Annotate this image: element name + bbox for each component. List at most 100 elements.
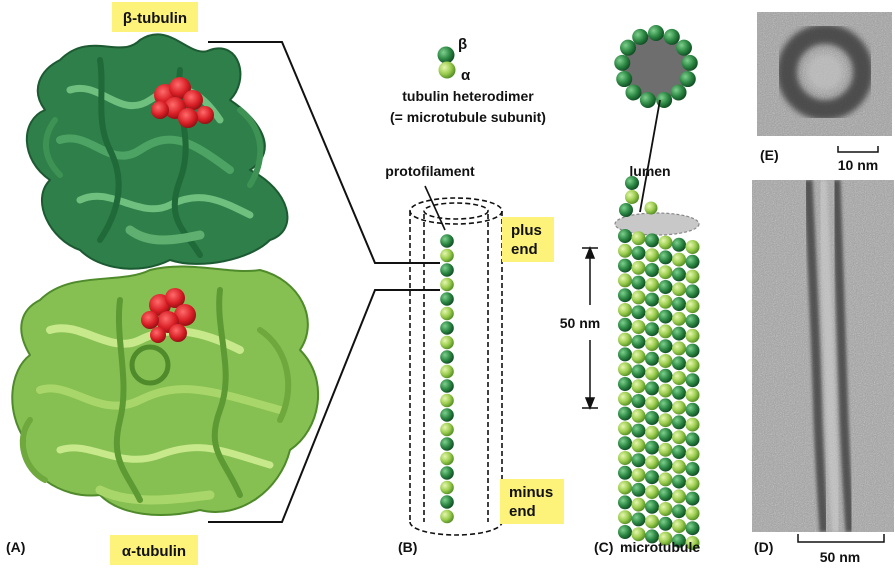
beta-subunit-bead — [685, 402, 700, 417]
beta-subunit-bead — [685, 491, 700, 506]
beta-subunit-bead — [685, 432, 700, 447]
beta-subunit-bead — [620, 39, 637, 56]
beta-subunit-bead — [645, 499, 659, 514]
alpha-subunit-bead — [618, 273, 632, 288]
panel-c-label: (C) — [594, 539, 613, 555]
beta-subunit-bead — [658, 368, 673, 383]
beta-subunit-bead — [645, 470, 659, 485]
beta-subunit-bead — [648, 25, 664, 41]
alpha-subunit-bead — [631, 497, 646, 512]
panel-d-label: (D) — [754, 539, 773, 555]
alpha-subunit-bead — [658, 383, 673, 398]
beta-subunit-bead — [631, 512, 646, 527]
em-cross-section-image — [757, 12, 892, 136]
beta-subunit-bead — [618, 229, 632, 243]
alpha-subunit-bead — [631, 231, 646, 246]
alpha-subunit-bead — [631, 408, 646, 423]
cross-section-ring-beads — [614, 25, 698, 109]
alpha-subunit-bead — [658, 502, 673, 516]
alpha-subunit-bead — [672, 252, 686, 267]
alpha-subunit-bead — [440, 306, 454, 321]
alpha-subunit-bead — [658, 442, 673, 457]
beta-subunit-bead — [618, 436, 632, 451]
beta-subunit-bead — [645, 233, 659, 248]
beta-subunit-bead — [440, 292, 454, 306]
beta-subunit-bead — [685, 254, 700, 269]
alpha-subunit-bead — [631, 290, 646, 305]
alpha-subunit-bead — [440, 422, 454, 437]
alpha-subunit-bead — [440, 451, 454, 466]
beta-subunit-bead — [658, 280, 673, 294]
alpha-subunit-bead — [618, 421, 632, 436]
beta-subunit-bead — [631, 275, 646, 290]
beta-subunit-bead — [631, 453, 646, 468]
beta-subunit-bead — [440, 234, 454, 248]
alpha-subunit-bead — [658, 265, 673, 280]
protofilament-beads — [440, 234, 454, 524]
alpha-subunit-bead — [440, 393, 454, 408]
plus-end-label: end — [511, 241, 538, 258]
beta-subunit-bead — [672, 474, 686, 489]
alpha-subunit-bead — [618, 332, 632, 347]
beta-tubulin-label-bg — [112, 2, 198, 32]
gtp-ligand-beta — [151, 77, 214, 128]
beta-subunit-bead — [440, 263, 454, 277]
plus-end-label-bg — [502, 217, 554, 262]
plus-label: plus — [511, 222, 542, 239]
beta-subunit-bead — [618, 258, 632, 273]
alpha-subunit-bead — [440, 480, 454, 495]
alpha-subunit-bead — [618, 303, 632, 317]
lumen-pointer-top — [639, 99, 661, 213]
alpha-subunit-bead — [631, 438, 646, 453]
alpha-subunit-bead — [685, 447, 700, 462]
beta-subunit-bead — [685, 343, 700, 358]
microtubule-cross-section — [614, 25, 698, 109]
beta-subunit-bead — [672, 533, 686, 548]
beta-subunit-bead — [645, 529, 659, 544]
beta-subunit-bead — [685, 314, 700, 328]
alpha-subunit-bead — [645, 425, 659, 440]
alpha-subunit-bead — [440, 509, 454, 524]
beta-subunit-bead — [681, 54, 698, 71]
beta-subunit-bead — [440, 466, 454, 480]
alpha-subunit-bead — [618, 510, 632, 525]
beta-subunit-bead — [672, 504, 686, 519]
beta-subunit-bead — [672, 237, 686, 252]
alpha-subunit-bead — [658, 235, 673, 250]
alpha-subunit-bead — [440, 364, 454, 379]
beta-subunit-bead — [631, 246, 646, 260]
beta-subunit-bead — [670, 84, 687, 101]
alpha-subunit-bead — [672, 519, 686, 533]
beta-subunit-bead — [685, 462, 700, 476]
beta-subunit-bead — [619, 203, 633, 217]
alpha-subunit-bead — [685, 269, 700, 284]
beta-subunit-bead — [618, 347, 632, 362]
alpha-subunit-bead — [440, 277, 454, 292]
beta-subunit-bead — [618, 377, 632, 391]
beta-tubulin-ribbon — [25, 33, 289, 270]
minus-end-label-bg — [500, 479, 564, 524]
beta-subunit-bead — [440, 379, 454, 393]
alpha-subunit-bead — [658, 354, 673, 368]
alpha-subunit-bead — [645, 337, 659, 351]
gtp-ligand-alpha — [141, 288, 196, 343]
alpha-subunit-bead — [672, 311, 686, 326]
alpha-subunit-bead — [658, 294, 673, 309]
alpha-subunit-bead — [644, 201, 658, 215]
alpha-subunit-bead — [440, 335, 454, 350]
beta-subunit-bead — [618, 465, 632, 480]
connector-lines — [208, 41, 440, 523]
heterodimer-label-line2: (= microtubule subunit) — [390, 109, 546, 125]
alpha-subunit-bead — [618, 362, 632, 377]
beta-subunit-bead — [631, 334, 646, 349]
alpha-subunit-bead — [438, 61, 456, 79]
microtubule-lumen-opening — [614, 212, 700, 236]
heterodimer-label-line1: tubulin heterodimer — [402, 88, 534, 104]
beta-subunit-bead — [618, 288, 632, 303]
tubulin-ribbon-structure — [11, 33, 320, 516]
alpha-subunit-bead — [672, 341, 686, 356]
beta-subunit-bead — [616, 71, 633, 88]
beta-subunit-bead — [625, 84, 642, 101]
alpha-tubulin-label: α-tubulin — [122, 543, 186, 560]
microtubule-diagram — [614, 25, 700, 550]
